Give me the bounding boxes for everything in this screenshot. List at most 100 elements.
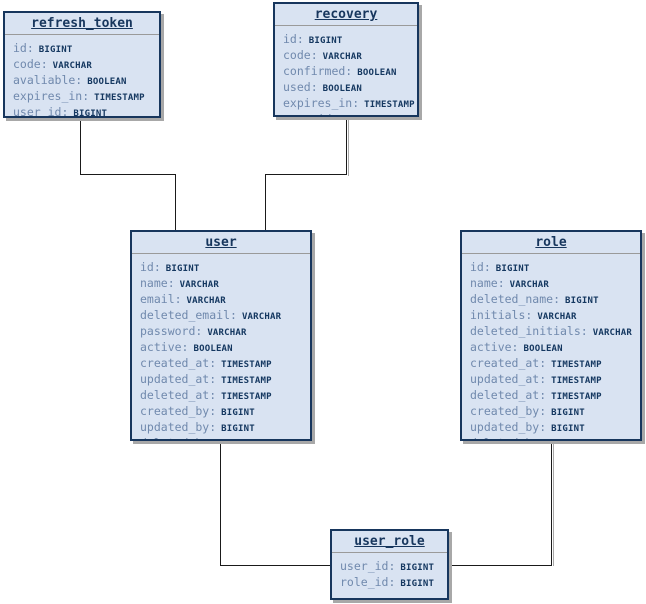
field-row: expires_in:TIMESTAMP	[283, 96, 415, 112]
table-title: user_role	[332, 531, 447, 553]
field-name: name:	[140, 276, 175, 290]
field-row: initials: VARCHAR	[470, 308, 634, 324]
field-name: deleted_email:	[140, 308, 237, 322]
table-title: refresh_token	[5, 13, 159, 35]
field-type: BIGINT	[400, 579, 435, 589]
field-row: deleted_initials:VARCHAR	[470, 324, 634, 340]
field-name: user_id:	[13, 105, 69, 116]
connector-refresh-token-user-vertical-1	[80, 118, 81, 175]
field-type: BOOLEAN	[322, 84, 362, 94]
connector-user-user-role-vertical	[220, 441, 221, 565]
field-name: code:	[13, 57, 48, 71]
field-name: deleted_by:	[140, 436, 216, 439]
field-type: VARCHAR	[241, 312, 282, 322]
field-row: created_by: BIGINT	[470, 404, 634, 420]
field-row: deleted_email: VARCHAR	[140, 308, 304, 324]
field-name: deleted_initials:	[470, 324, 588, 338]
field-type: VARCHAR	[322, 52, 362, 62]
field-name: initials:	[470, 308, 533, 322]
field-type: TIMESTAMP	[221, 360, 272, 370]
field-row: deleted_by:BIGINT	[140, 436, 304, 439]
field-type: TIMESTAMP	[551, 392, 602, 402]
field-type: BOOLEAN	[193, 344, 233, 354]
field-name: role_id:	[340, 575, 396, 589]
field-type: TIMESTAMP	[551, 376, 602, 386]
field-row: confirmed: BOOLEAN	[283, 64, 411, 80]
field-row: deleted_at:TIMESTAMP	[140, 388, 304, 404]
field-name: created_at:	[140, 356, 217, 370]
field-name: expires_in:	[13, 89, 90, 103]
field-name: updated_by:	[140, 420, 217, 434]
field-type: VARCHAR	[52, 61, 92, 71]
field-row: user_id:BIGINT	[340, 559, 441, 575]
field-type: VARCHAR	[179, 280, 219, 290]
field-row: deleted_at:TIMESTAMP	[470, 388, 634, 404]
field-name: confirmed:	[283, 64, 353, 78]
field-type: TIMESTAMP	[551, 360, 602, 370]
field-name: code:	[283, 48, 318, 62]
field-row: name: VARCHAR	[140, 276, 304, 292]
field-row: expires_in: TIMESTAMP	[13, 89, 153, 105]
field-row: deleted_name:BIGINT	[470, 292, 634, 308]
field-row: id:BIGINT	[13, 41, 153, 57]
field-name: active:	[470, 340, 519, 354]
field-row: used: BOOLEAN	[283, 80, 411, 96]
field-row: password: VARCHAR	[140, 324, 304, 340]
field-type: BIGINT	[38, 45, 73, 55]
field-row: created_at:TIMESTAMP	[470, 356, 634, 372]
connector-role-user-role-horizontal	[449, 565, 552, 566]
field-type: VARCHAR	[509, 280, 549, 290]
field-name: active:	[140, 340, 189, 354]
field-row: email:VARCHAR	[140, 292, 304, 308]
field-name: id:	[140, 260, 161, 274]
field-row: deleted_by:BIGINT	[470, 436, 634, 439]
field-type: BOOLEAN	[87, 77, 127, 87]
field-name: user_id:	[283, 112, 338, 115]
field-name: deleted_at:	[140, 388, 217, 402]
field-row: updated_at: TIMESTAMP	[140, 372, 304, 388]
field-type: VARCHAR	[207, 328, 247, 338]
field-row: created_by:BIGINT	[140, 404, 304, 420]
field-row: updated_by: BIGINT	[470, 420, 634, 436]
field-type: BIGINT	[73, 109, 108, 116]
field-type: BOOLEAN	[357, 68, 397, 78]
field-row: id:BIGINT	[140, 260, 304, 276]
connector-recovery-user-horizontal	[265, 174, 347, 175]
field-row: avaliable:BOOLEAN	[13, 73, 153, 89]
connector-recovery-user-vertical-1	[346, 117, 347, 175]
table-title: role	[462, 232, 640, 254]
field-row: user_id: BIGINT	[283, 112, 411, 115]
field-name: name:	[470, 276, 505, 290]
field-row: code: VARCHAR	[283, 48, 411, 64]
field-row: updated_at: TIMESTAMP	[470, 372, 634, 388]
field-type: TIMESTAMP	[94, 93, 145, 103]
field-name: id:	[470, 260, 491, 274]
field-row: active:BOOLEAN	[470, 340, 634, 356]
field-type: BIGINT	[565, 296, 599, 306]
field-name: used:	[283, 80, 318, 94]
field-name: updated_at:	[140, 372, 217, 386]
field-type: TIMESTAMP	[364, 100, 415, 110]
field-name: updated_at:	[470, 372, 547, 386]
field-type: BIGINT	[551, 408, 585, 418]
field-name: created_by:	[470, 404, 547, 418]
field-type: VARCHAR	[537, 312, 577, 322]
field-name: updated_by:	[470, 420, 547, 434]
field-type: BIGINT	[551, 424, 585, 434]
field-name: password:	[140, 324, 203, 338]
field-type: BIGINT	[343, 114, 377, 115]
field-type: TIMESTAMP	[221, 376, 272, 386]
field-row: id:BIGINT	[470, 260, 634, 276]
field-row: role_id: BIGINT	[340, 575, 441, 591]
field-row: active: BOOLEAN	[140, 340, 304, 356]
connector-refresh-token-user-vertical-2	[175, 174, 176, 230]
